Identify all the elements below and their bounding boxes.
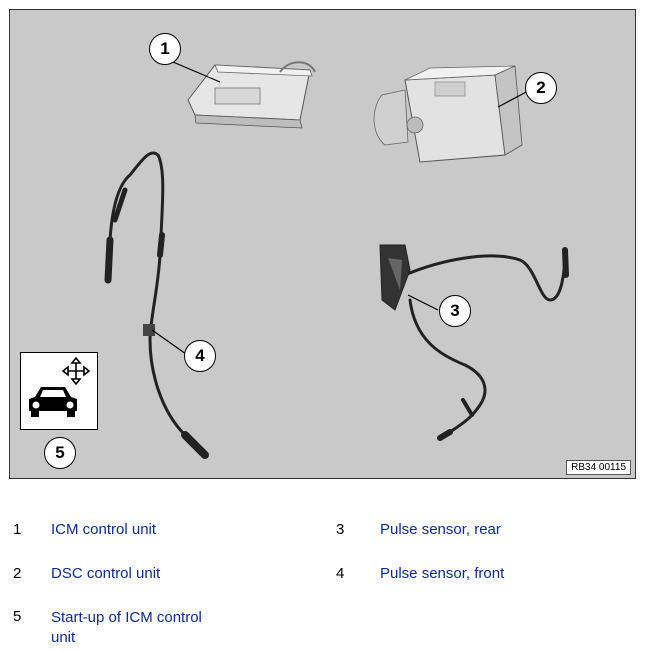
callout-2: 2 — [525, 72, 557, 104]
legend-number: 2 — [13, 565, 22, 582]
legend-label: DSC control unit — [51, 565, 161, 582]
dsc-control-unit — [373, 65, 523, 163]
legend-label: Pulse sensor, rear — [380, 521, 501, 538]
legend-item-1: 1 ICM control unit — [13, 521, 313, 543]
callout-3: 3 — [439, 295, 471, 327]
legend-item-2: 2 DSC control unit — [13, 565, 313, 587]
rear-pulse-sensor — [379, 244, 569, 441]
figure-code: RB34 00115 — [566, 460, 631, 475]
legend-number: 5 — [13, 608, 22, 625]
icm-startup-icon-box — [20, 352, 98, 430]
callout-1: 1 — [149, 33, 181, 65]
legend-number: 3 — [336, 521, 345, 538]
legend-item-3: 3 Pulse sensor, rear — [336, 521, 636, 543]
car-icon — [29, 387, 77, 417]
legend-item-5: 5 Start-up of ICM control unit — [13, 608, 313, 650]
legend-label: Start-up of ICM control unit — [51, 609, 202, 646]
diagram-drawing — [104, 61, 569, 459]
legend-number: 4 — [336, 565, 345, 582]
diagram-figure: 1 2 3 4 5 RB34 00115 — [9, 9, 636, 479]
legend-label: Pulse sensor, front — [380, 565, 505, 582]
icm-control-unit — [187, 61, 316, 129]
four-way-arrow-icon — [61, 356, 91, 386]
legend-label: ICM control unit — [51, 521, 157, 538]
callout-4: 4 — [184, 340, 216, 372]
leader-lines — [151, 61, 531, 355]
callout-5: 5 — [44, 437, 76, 469]
front-pulse-sensor — [104, 151, 209, 459]
legend-item-4: 4 Pulse sensor, front — [336, 565, 636, 587]
legend-number: 1 — [13, 521, 22, 538]
